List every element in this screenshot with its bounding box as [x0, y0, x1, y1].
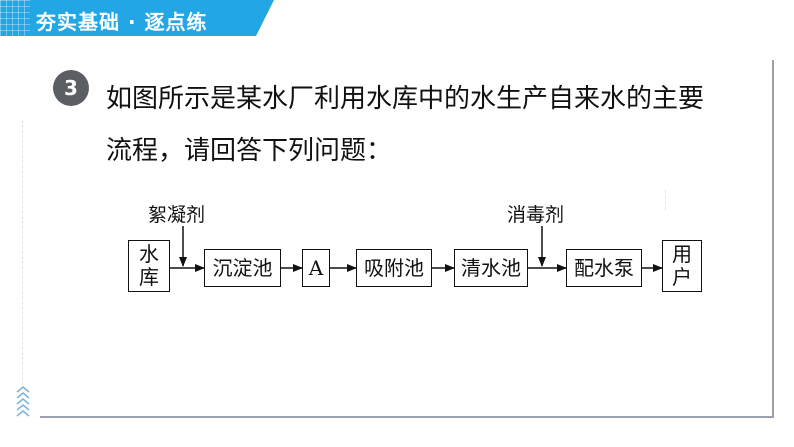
- user-box: 用 户: [662, 240, 702, 292]
- flocculant-label: 絮凝剂: [148, 204, 206, 226]
- header-bar: 夯实基础 · 逐点练: [0, 0, 274, 36]
- chevron-up-decoration-icon: [16, 386, 30, 417]
- adsorption-tank-box: 吸附池: [356, 249, 432, 287]
- step-a-box: A: [302, 249, 330, 287]
- frame-bottom-border: [40, 416, 774, 418]
- dashed-guide-left: [22, 120, 23, 390]
- water-pump-box: 配水泵: [566, 249, 642, 287]
- clear-water-tank-box: 清水池: [454, 249, 528, 287]
- header-grid-decoration: [0, 0, 30, 36]
- reservoir-box: 水 库: [128, 240, 170, 292]
- question-text-line-1: 如图所示是某水厂利用水库中的水生产自来水的主要: [106, 84, 705, 114]
- sedimentation-tank-box: 沉淀池: [204, 249, 281, 287]
- question-text-line-2: 流程，请回答下列问题：: [106, 136, 393, 166]
- question-number-badge: 3: [53, 70, 89, 106]
- dashed-guide-right: [665, 190, 666, 210]
- disinfectant-label: 消毒剂: [507, 204, 565, 226]
- header-title: 夯实基础 · 逐点练: [36, 10, 208, 34]
- frame-right-border: [772, 60, 774, 418]
